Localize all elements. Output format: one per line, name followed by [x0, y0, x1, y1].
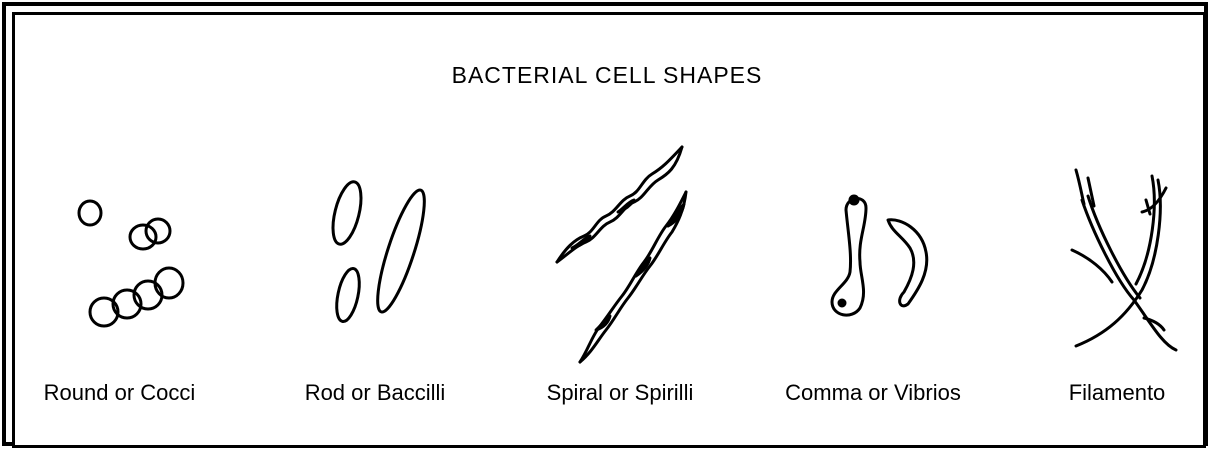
filament-icon: [1072, 170, 1176, 350]
bacilli-icon: [328, 179, 434, 323]
label-comma-vibrios: Comma or Vibrios: [764, 380, 982, 406]
label-rod-bacilli: Rod or Baccilli: [280, 380, 470, 406]
label-spiral-spirilli: Spiral or Spirilli: [520, 380, 720, 406]
spirilli-icon: [557, 147, 686, 362]
vibrio-icon: [832, 196, 927, 315]
label-filamento: Filamento: [1052, 380, 1182, 406]
label-round-cocci: Round or Cocci: [27, 380, 212, 406]
cocci-icon: [79, 201, 183, 326]
